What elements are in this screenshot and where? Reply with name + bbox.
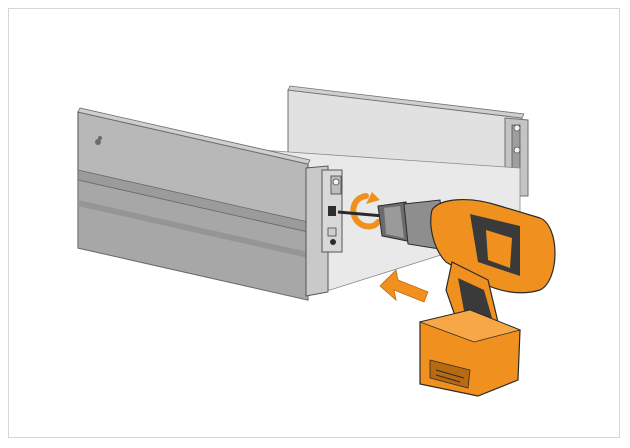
power-drill-icon: [337, 199, 556, 397]
drawer-left-side-panel: [77, 107, 311, 301]
push-arrow-icon: [379, 269, 429, 303]
rotate-arrow-icon: [350, 192, 381, 230]
